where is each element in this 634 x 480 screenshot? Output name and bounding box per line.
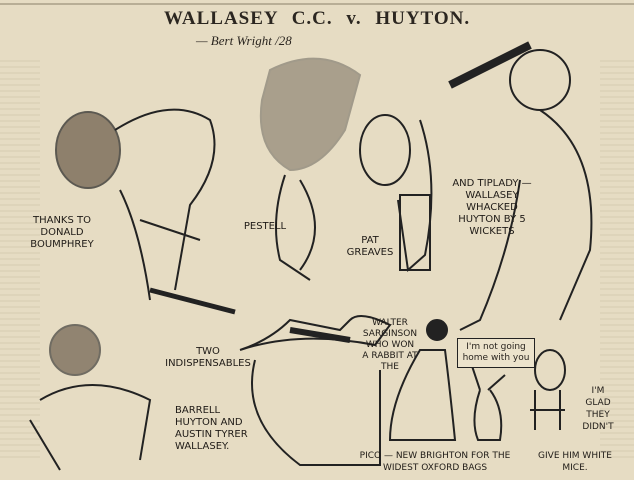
- caption-walter: Walter Sarginson who won a rabbit at the: [362, 318, 418, 372]
- background-newsprint-left: [0, 60, 40, 460]
- pat-greaves-figure: [359, 114, 433, 272]
- chair-figure: [530, 349, 566, 430]
- batsman-figure: [55, 108, 236, 315]
- pestell-figure: [259, 57, 362, 281]
- background-newsprint-right: [600, 60, 634, 460]
- caption-pestell: Pestell: [243, 221, 287, 232]
- caption-pico: Pico — New Brighton for the widest Oxfor…: [359, 451, 511, 473]
- rabbit-figure: [469, 359, 506, 441]
- speech-bubble: I'm not going home with you: [457, 338, 535, 368]
- page-title: WALLASEY C.C. v. HUYTON.: [164, 8, 471, 29]
- artist-signature: — Bert Wright /28: [196, 33, 292, 48]
- caption-give: Give him white mice.: [538, 451, 612, 473]
- caption-tiplady: And Tiplady — Wallasey whacked Huyton by…: [452, 178, 532, 237]
- caption-barrell: Barrell Huyton and Austin Tyrer Wallasey…: [175, 405, 248, 452]
- hat-man-figure: [239, 315, 392, 466]
- caption-glad: I'm glad they didn't: [582, 386, 614, 432]
- walter-figure: [388, 319, 457, 441]
- caption-pat: Pat Greaves: [346, 235, 394, 258]
- indispensables-figure: [29, 324, 152, 471]
- caption-two: Two indispensables: [165, 346, 251, 369]
- tiplady-figure: [448, 41, 593, 331]
- caption-thanks: Thanks to Donald Boumphrey: [30, 215, 94, 250]
